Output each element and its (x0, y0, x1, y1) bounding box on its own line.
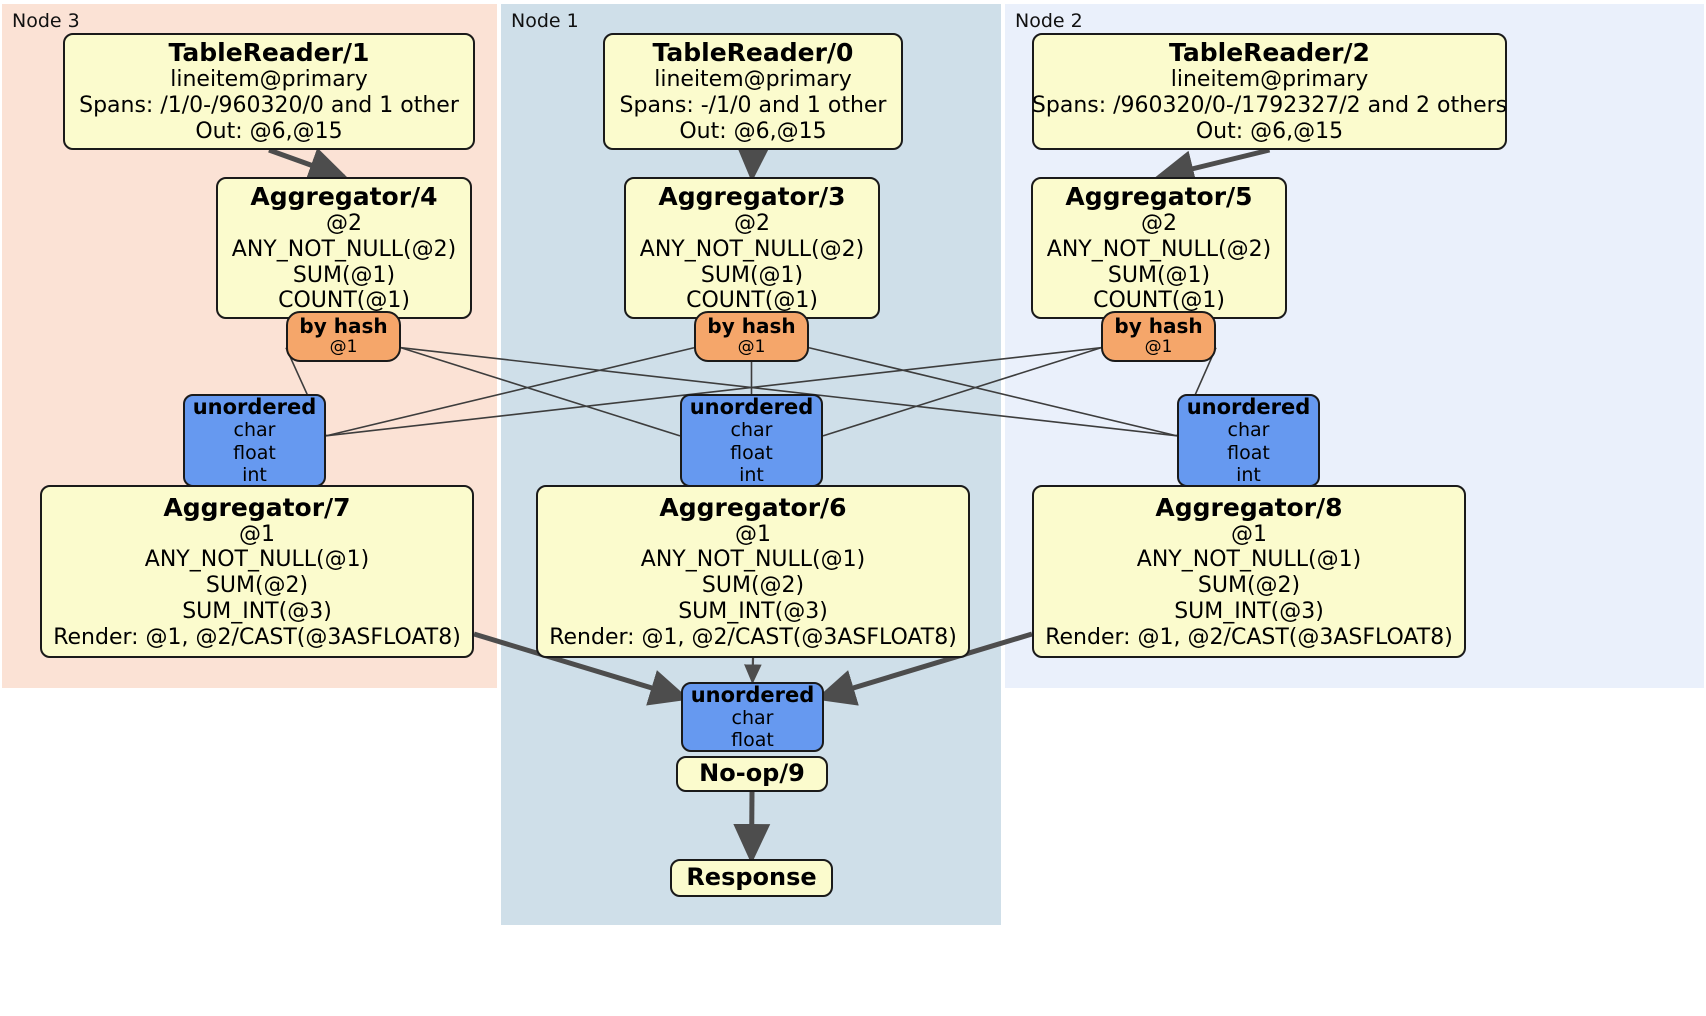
plan-node-title: Aggregator/5 (1065, 182, 1253, 212)
plan-node-title: by hash (707, 313, 796, 338)
plan-node-detail-line: SUM(@1) (1107, 262, 1211, 288)
plan-node-detail-line: ANY_NOT_NULL(@2) (231, 236, 457, 262)
plan-node-detail-line: ANY_NOT_NULL(@2) (1046, 236, 1272, 262)
plan-node-detail-line: SUM(@1) (700, 262, 804, 288)
plan-node-detail-line: Render: @1, @2/CAST(@3ASFLOAT8) (53, 624, 461, 650)
plan-node-detail-line: lineitem@primary (170, 67, 368, 93)
plan-node-detail-line: SUM_INT(@3) (1174, 598, 1324, 624)
plan-node-title: Aggregator/7 (163, 492, 351, 522)
plan-node-detail-line: COUNT(@1) (278, 288, 410, 314)
plan-node-detail-line: ANY_NOT_NULL(@1) (640, 547, 866, 573)
plan-node-noop9[interactable]: No-op/9 (676, 756, 828, 792)
node-panel-label: Node 3 (12, 10, 80, 32)
plan-node-title: TableReader/1 (168, 38, 370, 68)
plan-node-hash4[interactable]: by hash@1 (286, 311, 401, 362)
plan-node-detail-line: SUM(@2) (1197, 573, 1301, 599)
plan-node-title: unordered (690, 682, 815, 707)
plan-node-detail-line: SUM_INT(@3) (182, 598, 332, 624)
plan-node-detail-line: float (730, 441, 773, 464)
plan-node-detail-line: int (1236, 463, 1261, 486)
plan-node-detail-line: Out: @6,@15 (1195, 118, 1344, 144)
plan-node-detail-line: ANY_NOT_NULL(@1) (1136, 547, 1362, 573)
plan-node-detail-line: @2 (1141, 211, 1177, 237)
plan-node-detail-line: @1 (1231, 521, 1267, 547)
plan-node-detail-line: float (233, 441, 276, 464)
plan-node-detail-line: char (730, 419, 773, 442)
plan-node-detail-line: Spans: /960320/0-/1792327/2 and 2 others (1031, 93, 1508, 119)
plan-node-detail-line: ANY_NOT_NULL(@2) (639, 236, 865, 262)
plan-node-title: TableReader/2 (1169, 38, 1370, 68)
plan-node-title: by hash (1114, 313, 1203, 338)
plan-node-detail-line: ANY_NOT_NULL(@1) (144, 547, 370, 573)
plan-node-detail-line: Out: @6,@15 (195, 118, 343, 144)
plan-node-detail-line: @1 (1144, 337, 1173, 358)
plan-node-detail-line: int (739, 463, 764, 486)
plan-node-detail-line: @1 (735, 521, 771, 547)
plan-node-detail-line: @2 (326, 211, 362, 237)
plan-node-detail-line: Spans: /1/0-/960320/0 and 1 other (79, 93, 459, 119)
plan-node-detail-line: float (731, 729, 774, 752)
plan-node-title: unordered (689, 395, 814, 419)
plan-node-detail-line: float (1227, 441, 1270, 464)
plan-node-hash3[interactable]: by hash@1 (694, 311, 809, 362)
plan-node-detail-line: SUM(@1) (292, 262, 396, 288)
plan-node-title: by hash (299, 313, 388, 338)
plan-node-response[interactable]: Response (670, 859, 833, 897)
plan-node-detail-line: Spans: -/1/0 and 1 other (619, 93, 887, 119)
plan-node-detail-line: char (1227, 419, 1270, 442)
plan-node-detail-line: @1 (239, 521, 275, 547)
plan-node-detail-line: @1 (737, 337, 766, 358)
node-panel-label: Node 2 (1015, 10, 1083, 32)
plan-node-title: TableReader/0 (652, 38, 854, 68)
plan-node-title: unordered (1186, 395, 1311, 419)
node-panel-label: Node 1 (511, 10, 579, 32)
plan-node-detail-line: lineitem@primary (654, 67, 852, 93)
plan-node-detail-line: Out: @6,@15 (679, 118, 827, 144)
plan-node-detail-line: SUM(@2) (701, 573, 805, 599)
plan-node-title: unordered (192, 395, 317, 419)
plan-node-detail-line: lineitem@primary (1170, 67, 1369, 93)
plan-node-title: Response (686, 863, 817, 892)
plan-node-title: Aggregator/4 (250, 182, 438, 212)
plan-node-detail-line: @2 (734, 211, 770, 237)
plan-node-detail-line: SUM(@2) (205, 573, 309, 599)
plan-node-detail-line: COUNT(@1) (686, 288, 818, 314)
plan-node-title: Aggregator/8 (1155, 492, 1343, 522)
plan-node-detail-line: char (731, 706, 774, 729)
plan-node-detail-line: int (242, 463, 267, 486)
plan-node-hash5[interactable]: by hash@1 (1101, 311, 1216, 362)
plan-node-detail-line: Render: @1, @2/CAST(@3ASFLOAT8) (549, 624, 957, 650)
plan-node-title: Aggregator/3 (658, 182, 846, 212)
plan-node-title: Aggregator/6 (659, 492, 847, 522)
plan-node-detail-line: char (233, 419, 276, 442)
plan-node-title: No-op/9 (699, 759, 805, 788)
plan-node-detail-line: COUNT(@1) (1093, 288, 1225, 314)
plan-node-detail-line: SUM_INT(@3) (678, 598, 828, 624)
plan-node-detail-line: @1 (329, 337, 358, 358)
plan-node-detail-line: Render: @1, @2/CAST(@3ASFLOAT8) (1045, 624, 1453, 650)
